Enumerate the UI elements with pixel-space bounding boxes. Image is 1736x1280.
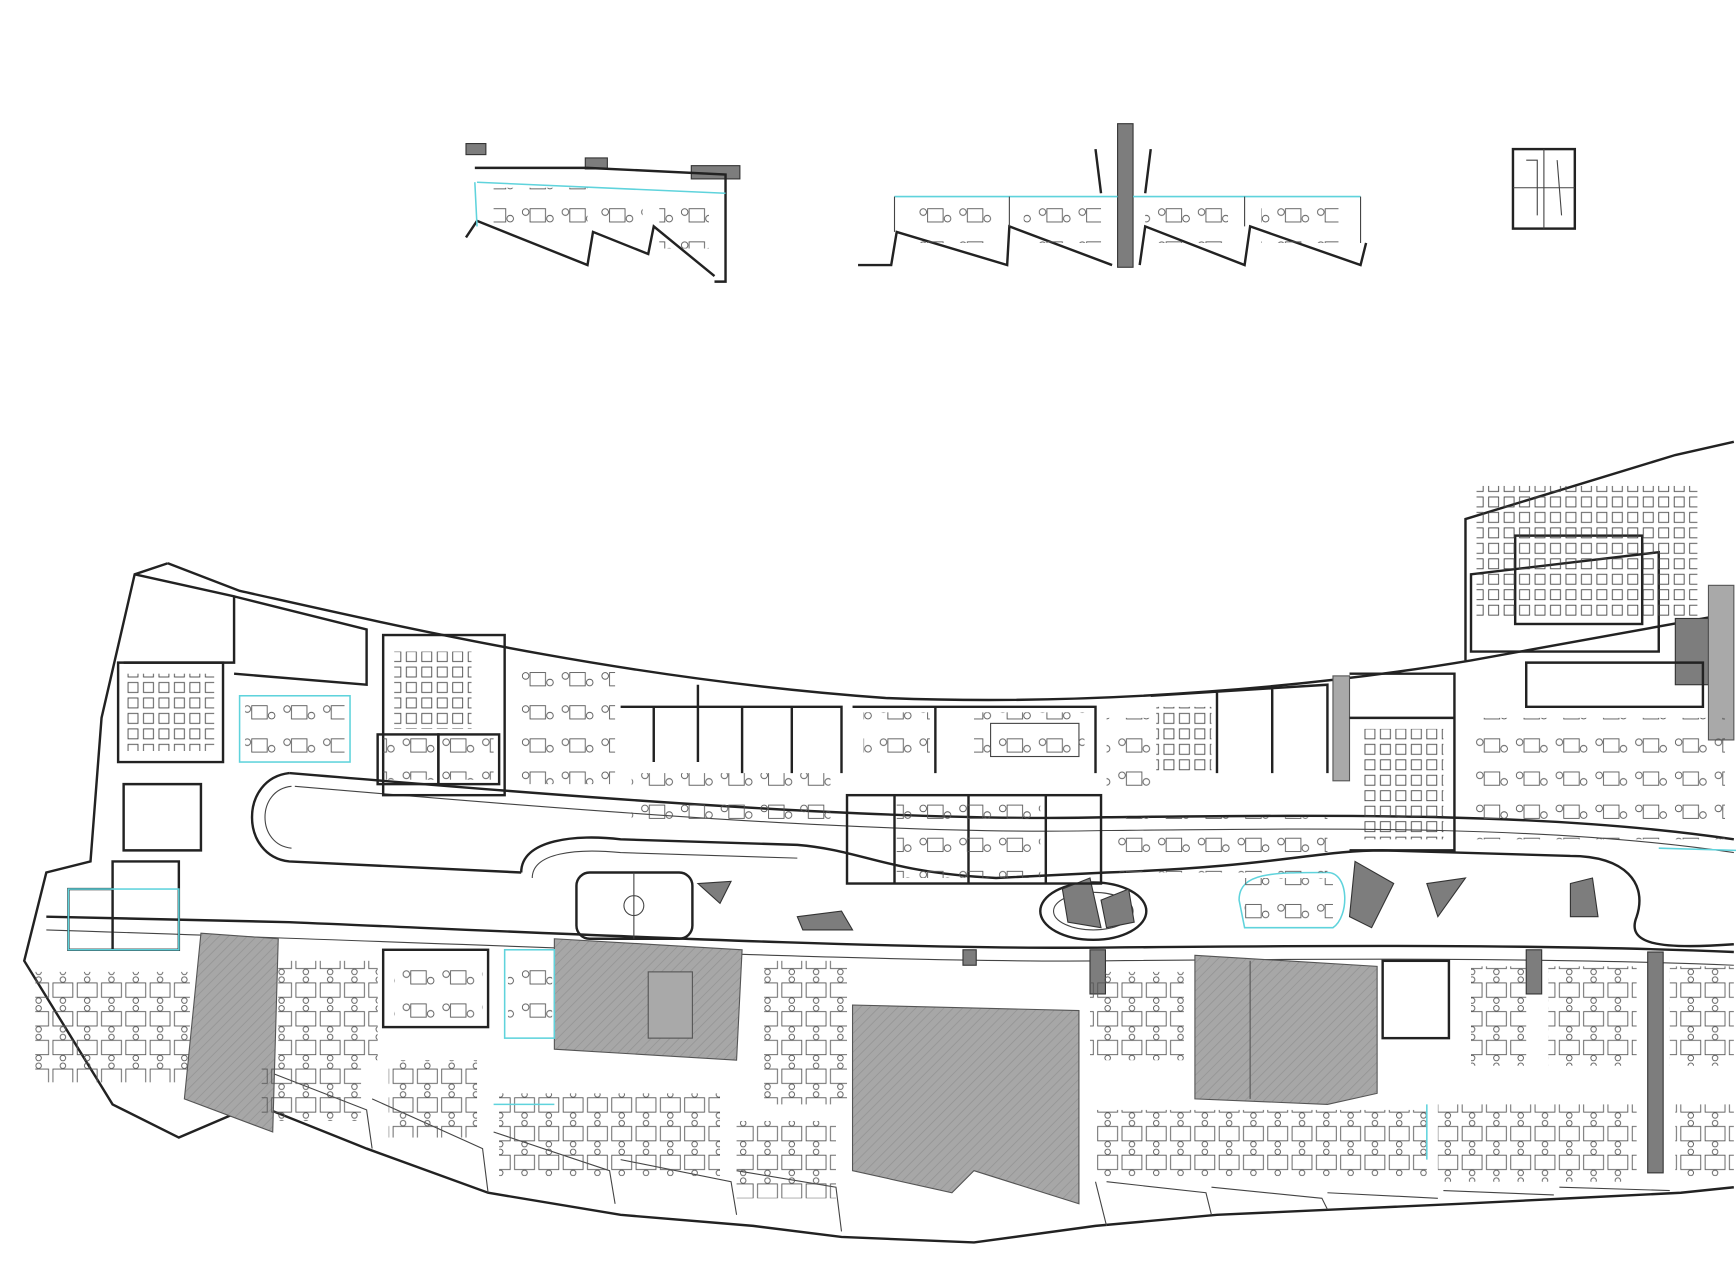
workstations xyxy=(261,847,1736,1199)
landscape-blocks xyxy=(696,860,1599,931)
left-wing-rooms xyxy=(35,661,225,1083)
elevator-core-detail xyxy=(1511,147,1577,230)
service-block xyxy=(1469,485,1735,840)
upper-rooms xyxy=(123,573,1456,885)
section-elevation-middle xyxy=(858,123,1368,268)
section-elevation-left xyxy=(464,143,741,283)
core-areas xyxy=(183,932,1664,1205)
